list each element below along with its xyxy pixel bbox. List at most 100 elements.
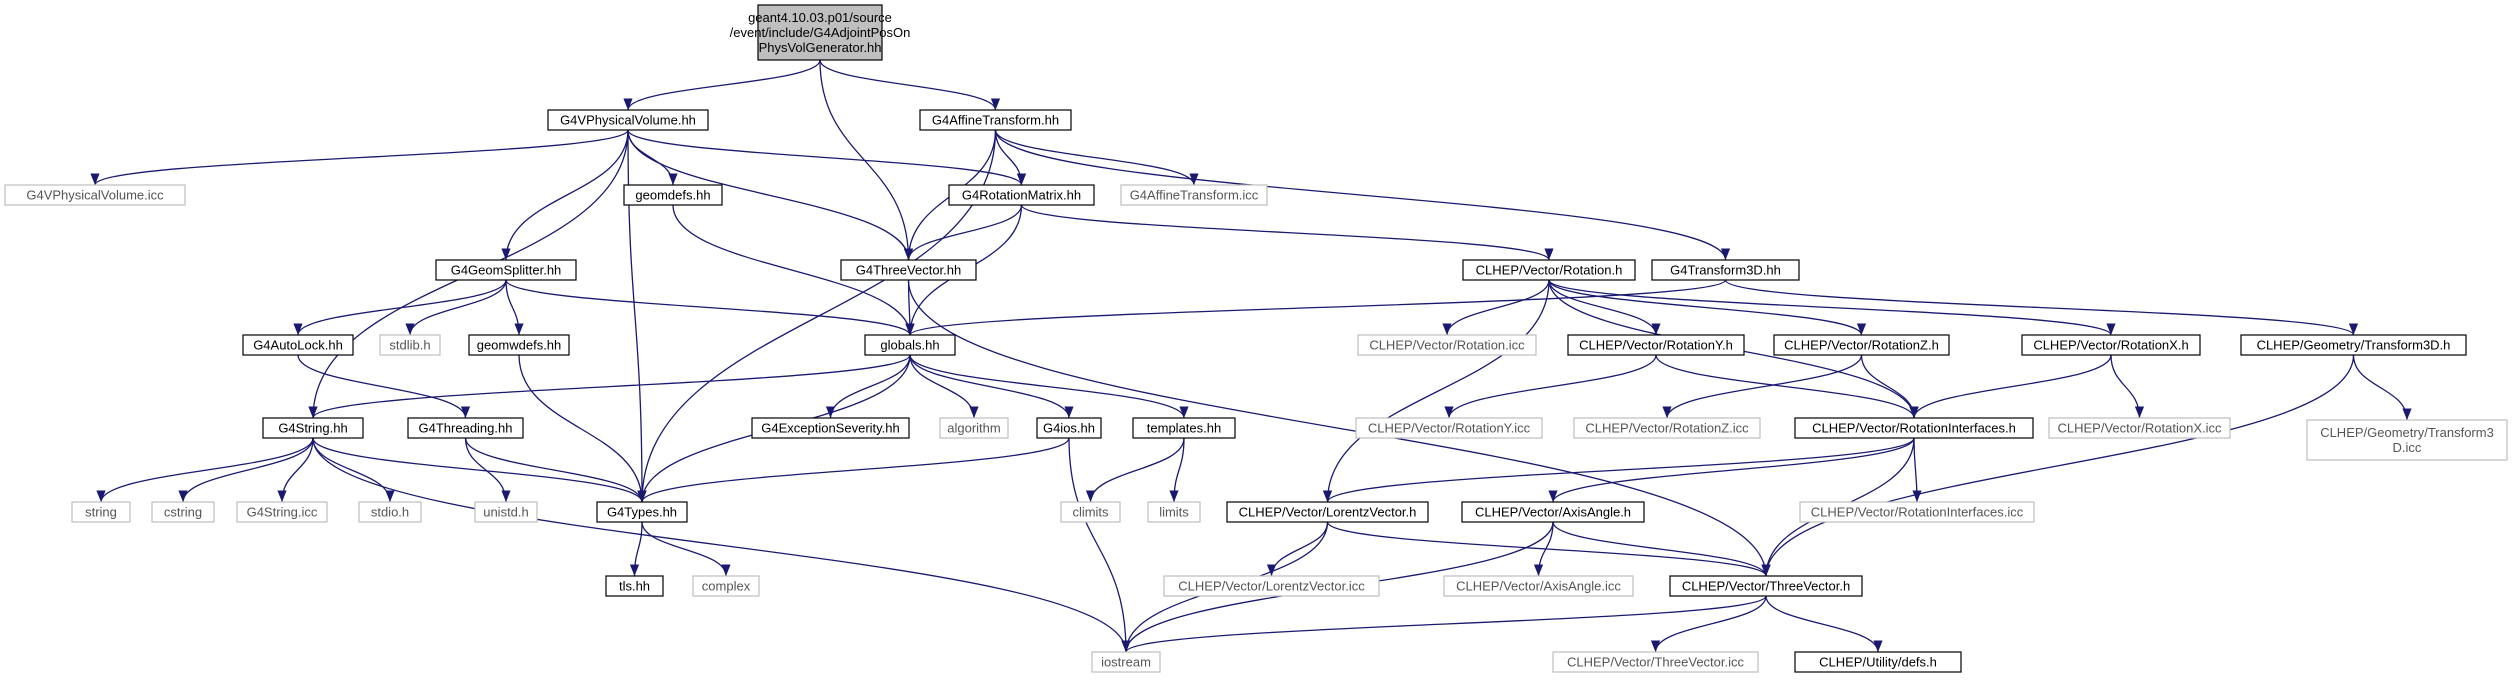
node-label: G4String.icc xyxy=(247,505,318,520)
edge-geomwdefs-to-g4types xyxy=(518,354,647,503)
edge-clhep-rot-to-clhep-rot-icc xyxy=(1442,279,1550,336)
edge-g4geomsplit-to-geomwdefs xyxy=(505,279,524,336)
node-box xyxy=(262,417,364,439)
node-label: G4VPhysicalVolume.icc xyxy=(26,188,164,203)
node-g4types[interactable]: G4Types.hh xyxy=(596,501,688,523)
node-tls[interactable]: tls.hh xyxy=(605,575,664,597)
edge-clhep-rotint-to-clhep-rotint-icc xyxy=(1912,437,1922,503)
node-g4affine-icc: G4AffineTransform.icc xyxy=(1120,184,1268,206)
node-box xyxy=(1443,575,1634,597)
node-box xyxy=(474,501,538,523)
edge-g4ios-to-iostream xyxy=(1068,437,1131,653)
node-root: geant4.10.03.p01/source/event/include/G4… xyxy=(730,4,911,61)
node-g4threading[interactable]: G4Threading.hh xyxy=(407,417,524,439)
node-box xyxy=(623,184,723,206)
node-label: G4Threading.hh xyxy=(419,421,513,436)
edge-g4geomsplit-to-globals xyxy=(505,279,915,336)
node-templates[interactable]: templates.hh xyxy=(1132,417,1236,439)
edge-g4threevec-to-clhep-threevec xyxy=(907,279,1771,577)
node-label: CLHEP/Vector/RotationY.h xyxy=(1579,338,1733,353)
node-geomdefs[interactable]: geomdefs.hh xyxy=(623,184,723,206)
edge-clhep-rot-to-clhep-lorentz xyxy=(1322,279,1550,503)
node-g4affine[interactable]: G4AffineTransform.hh xyxy=(919,109,1072,131)
edge-g4string-to-g4string-icc xyxy=(277,437,314,503)
edge-clhep-threevec-to-clhep-threevec-icc xyxy=(1650,595,1767,653)
node-label: climits xyxy=(1072,505,1109,520)
node-globals[interactable]: globals.hh xyxy=(864,334,956,356)
node-box xyxy=(547,109,709,131)
node-box xyxy=(71,501,131,523)
edge-g4vphys-to-g4vphys-icc xyxy=(90,129,629,186)
edge-g4rotmat-to-g4threevec xyxy=(903,204,1023,261)
node-label: CLHEP/Vector/AxisAngle.h xyxy=(1475,505,1631,520)
edge-g4transform3d-to-globals xyxy=(905,279,1727,336)
node-g4geomsplit[interactable]: G4GeomSplitter.hh xyxy=(435,259,577,281)
node-box xyxy=(2306,419,2508,461)
node-box xyxy=(1573,417,1761,439)
node-g4transform3d[interactable]: G4Transform3D.hh xyxy=(1651,259,1800,281)
node-label: tls.hh xyxy=(619,579,650,594)
node-label: CLHEP/Vector/RotationInterfaces.h xyxy=(1812,421,2016,436)
edge-g4affine-to-g4transform3d xyxy=(994,129,1731,261)
node-g4threevec[interactable]: G4ThreeVector.hh xyxy=(840,259,977,281)
node-g4autolock[interactable]: G4AutoLock.hh xyxy=(242,334,354,356)
node-clhep-rot[interactable]: CLHEP/Vector/Rotation.h xyxy=(1462,259,1636,281)
node-clhep-threevec[interactable]: CLHEP/Vector/ThreeVector.h xyxy=(1669,575,1863,597)
node-box xyxy=(1669,575,1863,597)
edge-g4types-to-complex xyxy=(641,521,731,577)
edge-g4string-to-string xyxy=(96,437,314,503)
edge-clhep-roty-to-clhep-rotint xyxy=(1655,354,1919,419)
node-label: /event/include/G4AdjointPosOn xyxy=(730,25,911,40)
node-label: unistd.h xyxy=(483,505,529,520)
node-clhep-rotx[interactable]: CLHEP/Vector/RotationX.h xyxy=(2021,334,2201,356)
edge-clhep-rotx-to-clhep-rotint xyxy=(1909,354,2112,419)
node-iostream: iostream xyxy=(1091,651,1161,673)
node-layer: geant4.10.03.p01/source/event/include/G4… xyxy=(4,4,2508,673)
edge-globals-to-g4string xyxy=(308,354,911,419)
node-g4ios[interactable]: G4ios.hh xyxy=(1036,417,1102,439)
node-g4vphys[interactable]: G4VPhysicalVolume.hh xyxy=(547,109,709,131)
edge-g4string-to-g4types xyxy=(312,437,647,503)
edge-clhep-threevec-to-iostream xyxy=(1121,595,1767,653)
node-clhep-defs[interactable]: CLHEP/Utility/defs.h xyxy=(1794,651,1962,673)
edge-clhep-lorentz-to-clhep-lorentz-icc xyxy=(1266,521,1329,577)
node-clhep-geotr3d[interactable]: CLHEP/Geometry/Transform3D.h xyxy=(2240,334,2467,356)
node-clhep-axisangle[interactable]: CLHEP/Vector/AxisAngle.h xyxy=(1461,501,1645,523)
node-label: PhysVolGenerator.hh xyxy=(759,40,882,55)
edge-clhep-axisangle-to-clhep-threevec xyxy=(1552,521,1771,577)
node-box xyxy=(1091,651,1161,673)
node-box xyxy=(840,259,977,281)
node-box xyxy=(948,184,1095,206)
edge-g4vphys-to-g4rotmat xyxy=(627,129,1027,186)
node-g4string[interactable]: G4String.hh xyxy=(262,417,364,439)
node-label: D.icc xyxy=(2393,440,2422,455)
node-label: CLHEP/Vector/Rotation.icc xyxy=(1369,338,1525,353)
edge-g4string-to-cstring xyxy=(178,437,314,503)
node-clhep-rotint[interactable]: CLHEP/Vector/RotationInterfaces.h xyxy=(1794,417,2034,439)
node-box xyxy=(605,575,664,597)
node-label: G4Transform3D.hh xyxy=(1670,263,1781,278)
node-clhep-rotz[interactable]: CLHEP/Vector/RotationZ.h xyxy=(1773,334,1950,356)
node-g4exsev[interactable]: G4ExceptionSeverity.hh xyxy=(751,417,910,439)
edge-clhep-geotr3d-to-clhep-threevec xyxy=(1761,354,2355,577)
node-box xyxy=(1773,334,1950,356)
edge-g4vphys-to-g4threevec xyxy=(627,129,914,261)
node-g4rotmat[interactable]: G4RotationMatrix.hh xyxy=(948,184,1095,206)
edge-g4affine-to-g4affine-icc xyxy=(994,129,1199,186)
edge-g4rotmat-to-clhep-rot xyxy=(1020,204,1554,261)
edge-clhep-rotx-to-clhep-rotx-icc xyxy=(2110,354,2145,419)
node-box xyxy=(1799,501,2035,523)
edge-g4ios-to-g4types xyxy=(637,437,1070,503)
edge-globals-to-g4exsev xyxy=(825,354,911,419)
node-label: G4AutoLock.hh xyxy=(253,338,343,353)
node-clhep-lorentz[interactable]: CLHEP/Vector/LorentzVector.h xyxy=(1226,501,1429,523)
node-box xyxy=(1147,501,1201,523)
node-geomwdefs[interactable]: geomwdefs.hh xyxy=(468,334,570,356)
node-clhep-roty[interactable]: CLHEP/Vector/RotationY.h xyxy=(1567,334,1745,356)
node-box xyxy=(236,501,328,523)
edge-g4threading-to-unistd xyxy=(464,437,511,503)
node-limits: limits xyxy=(1147,501,1201,523)
node-label: G4AffineTransform.hh xyxy=(932,113,1059,128)
node-label: G4ExceptionSeverity.hh xyxy=(761,421,900,436)
